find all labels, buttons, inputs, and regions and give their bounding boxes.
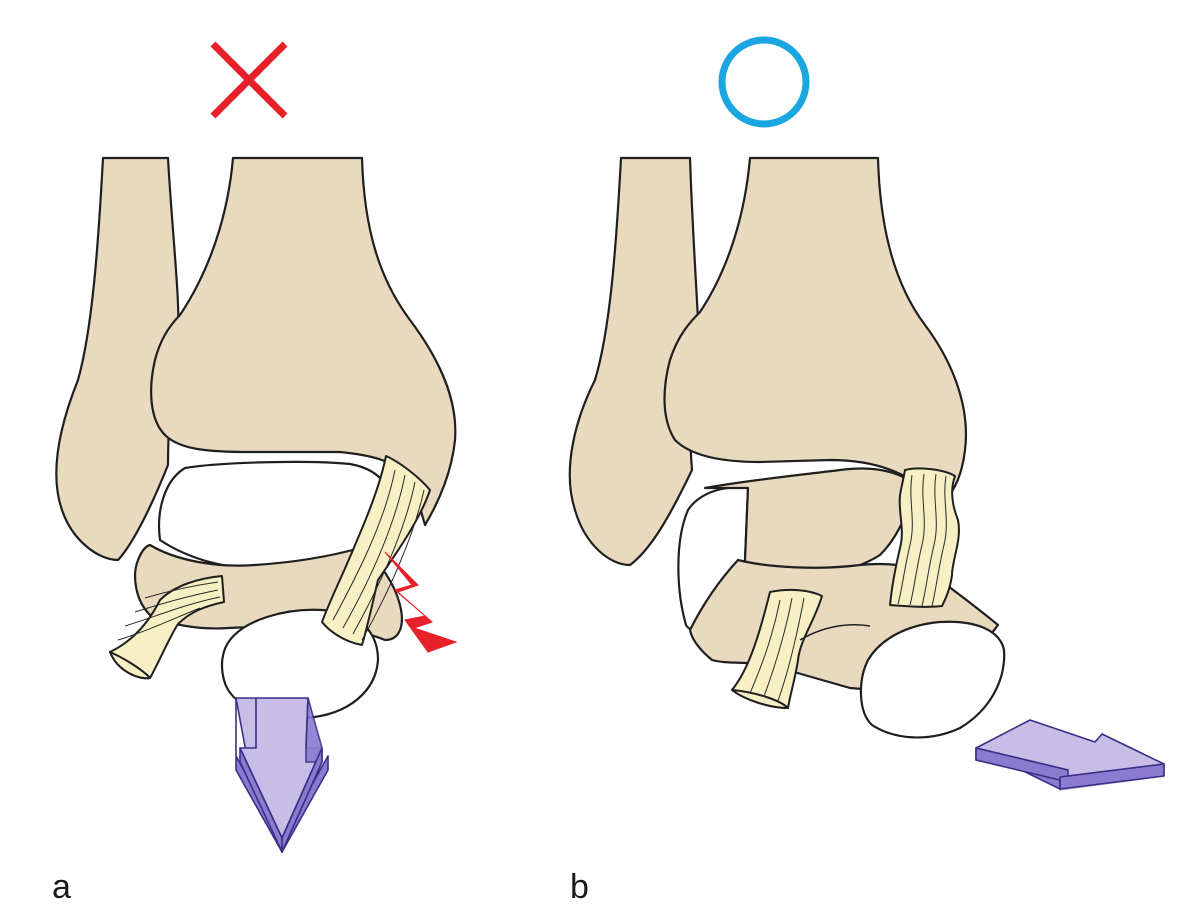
anterior-ligament [889, 467, 960, 608]
x-mark-icon [210, 41, 288, 119]
calcaneofibular-ligament [731, 588, 823, 709]
panel-label-a: a [52, 868, 71, 906]
down-arrow-icon [235, 697, 329, 853]
tibia-bone [663, 156, 967, 502]
lightning-bolt-icon [384, 551, 458, 653]
calcaneofibular-ligament [109, 575, 225, 680]
panel-b [568, 36, 1165, 791]
anterior-ligament [321, 455, 431, 646]
panel-a [55, 41, 458, 853]
circle-mark-icon [718, 36, 810, 128]
panel-label-b: b [570, 868, 589, 906]
calcaneus-head-cartilage [859, 620, 1006, 739]
tibia-bone [150, 156, 457, 527]
right-arrow-icon [975, 719, 1165, 791]
talus-crease [799, 623, 871, 641]
